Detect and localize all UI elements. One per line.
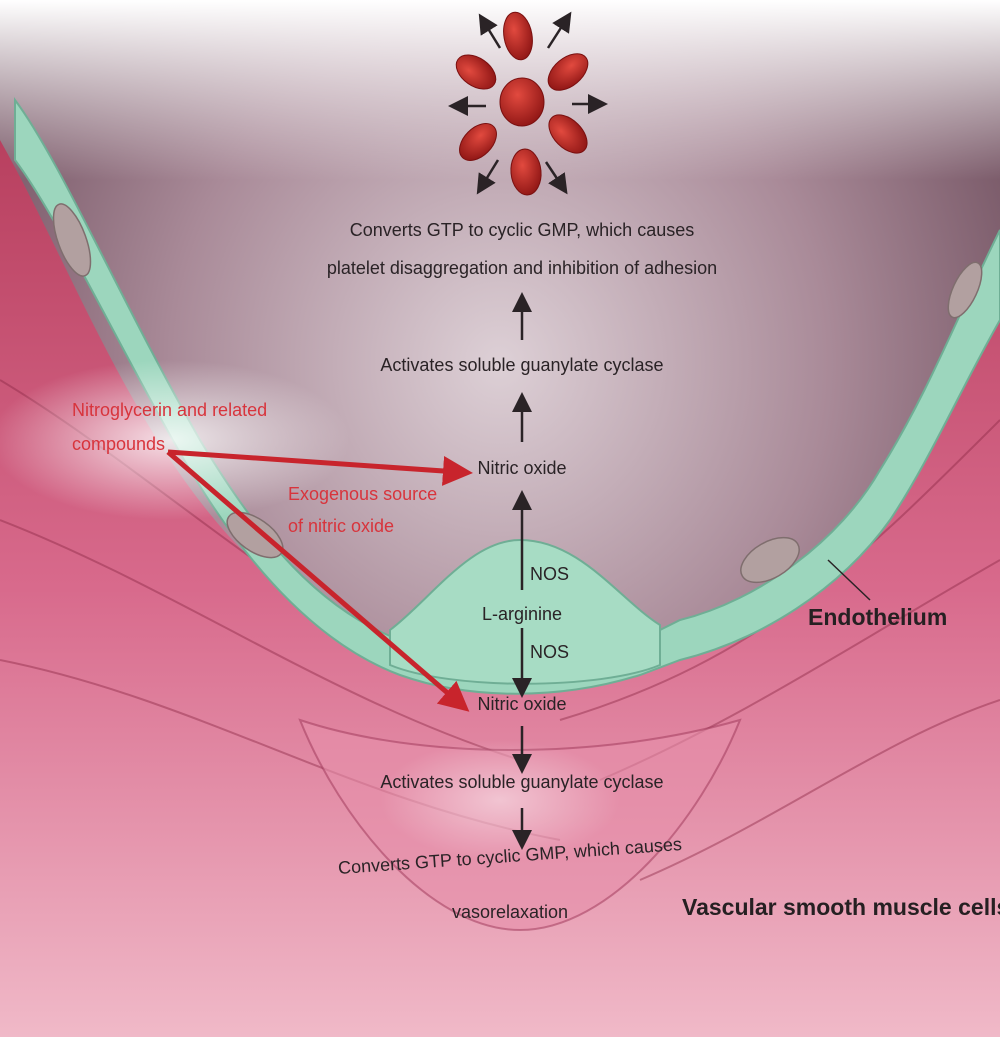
nitric-oxide-upper: Nitric oxide <box>477 458 566 480</box>
nos-upper: NOS <box>530 564 569 586</box>
drug-label-line1: Nitroglycerin and related <box>72 400 267 422</box>
guanylate-cyclase-upper: Activates soluble guanylate cyclase <box>380 355 663 377</box>
platelet-effect-line2: platelet disaggregation and inhibition o… <box>327 258 717 280</box>
exogenous-source-line1: Exogenous source <box>288 484 437 506</box>
platelet-effect-line1: Converts GTP to cyclic GMP, which causes <box>350 220 694 242</box>
drug-label-line2: compounds <box>72 434 165 456</box>
endothelium-label: Endothelium <box>808 604 947 632</box>
top-fade <box>0 0 1000 180</box>
nos-lower: NOS <box>530 642 569 664</box>
smooth-muscle-label: Vascular smooth muscle cells <box>682 894 1000 922</box>
platelet <box>500 78 544 126</box>
vasorelaxation-line2: vasorelaxation <box>452 902 568 924</box>
l-arginine: L-arginine <box>482 604 562 626</box>
nitric-oxide-lower: Nitric oxide <box>477 694 566 716</box>
guanylate-cyclase-lower: Activates soluble guanylate cyclase <box>380 772 663 794</box>
exogenous-source-line2: of nitric oxide <box>288 516 394 538</box>
